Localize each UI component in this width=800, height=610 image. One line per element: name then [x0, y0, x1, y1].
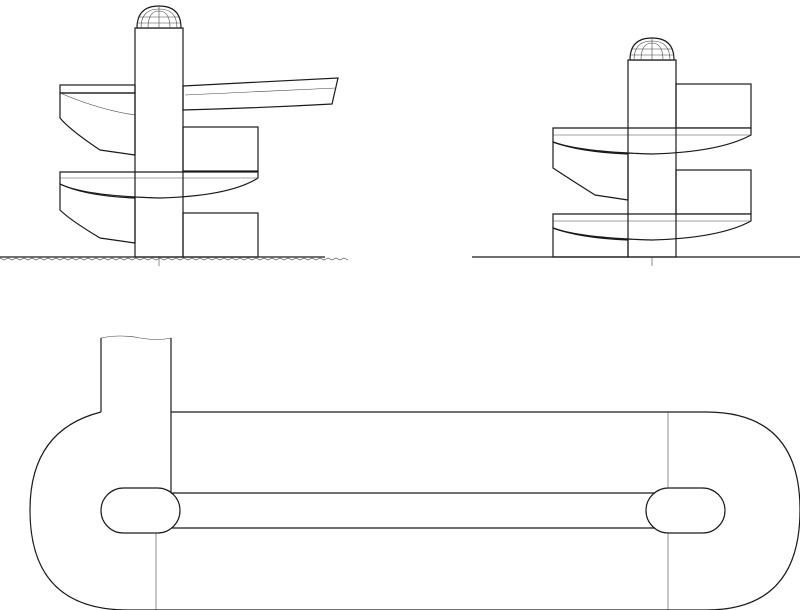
mid-slab: [59, 171, 259, 199]
upper-ramp: [182, 77, 339, 111]
right-opening: [645, 487, 726, 534]
lower-right-block: [182, 212, 259, 258]
upper-slab-left: [59, 84, 136, 94]
elevation-right: [472, 37, 800, 266]
plan-view: [29, 335, 800, 610]
mid-right-block: [182, 126, 259, 172]
neck-break-line: [100, 335, 172, 340]
left-opening: [100, 487, 181, 534]
mid-right-block-right: [675, 169, 752, 215]
upper-spiral-block: [59, 92, 136, 156]
ground-texture: [0, 257, 349, 261]
elevation-left: [0, 5, 349, 266]
upper-right-block: [675, 83, 752, 129]
central-column: [134, 27, 184, 258]
